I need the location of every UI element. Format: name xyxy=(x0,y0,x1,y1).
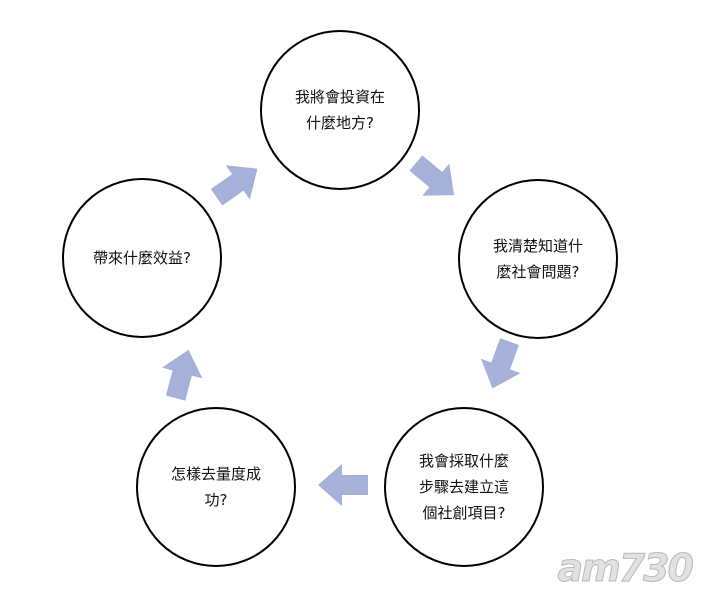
node-invest: 我將會投資在 什麼地方? xyxy=(260,30,420,190)
arrow-benefit-to-invest-icon xyxy=(204,151,269,214)
node-measure: 怎樣去量度成 功? xyxy=(136,407,296,567)
node-benefit: 帶來什麼效益? xyxy=(62,178,222,338)
arrow-problem-to-steps-icon xyxy=(473,334,530,395)
node-steps: 我會採取什麼 步驟去建立這 個社創項目? xyxy=(384,407,544,567)
arrow-steps-to-measure-icon xyxy=(318,464,368,506)
watermark-logo: am730 xyxy=(557,546,695,591)
node-measure-label: 怎樣去量度成 功? xyxy=(170,465,261,509)
node-social-problem: 我清楚知道什 麼社會問題? xyxy=(458,179,618,339)
node-benefit-label: 帶來什麼效益? xyxy=(93,249,191,267)
arrow-measure-to-benefit-icon xyxy=(155,344,209,403)
node-invest-label: 我將會投資在 什麼地方? xyxy=(294,88,385,132)
node-social-problem-label: 我清楚知道什 麼社會問題? xyxy=(492,237,583,281)
node-steps-label: 我會採取什麼 步驟去建立這 個社創項目? xyxy=(418,452,509,522)
arrow-invest-to-problem-icon xyxy=(402,147,467,211)
